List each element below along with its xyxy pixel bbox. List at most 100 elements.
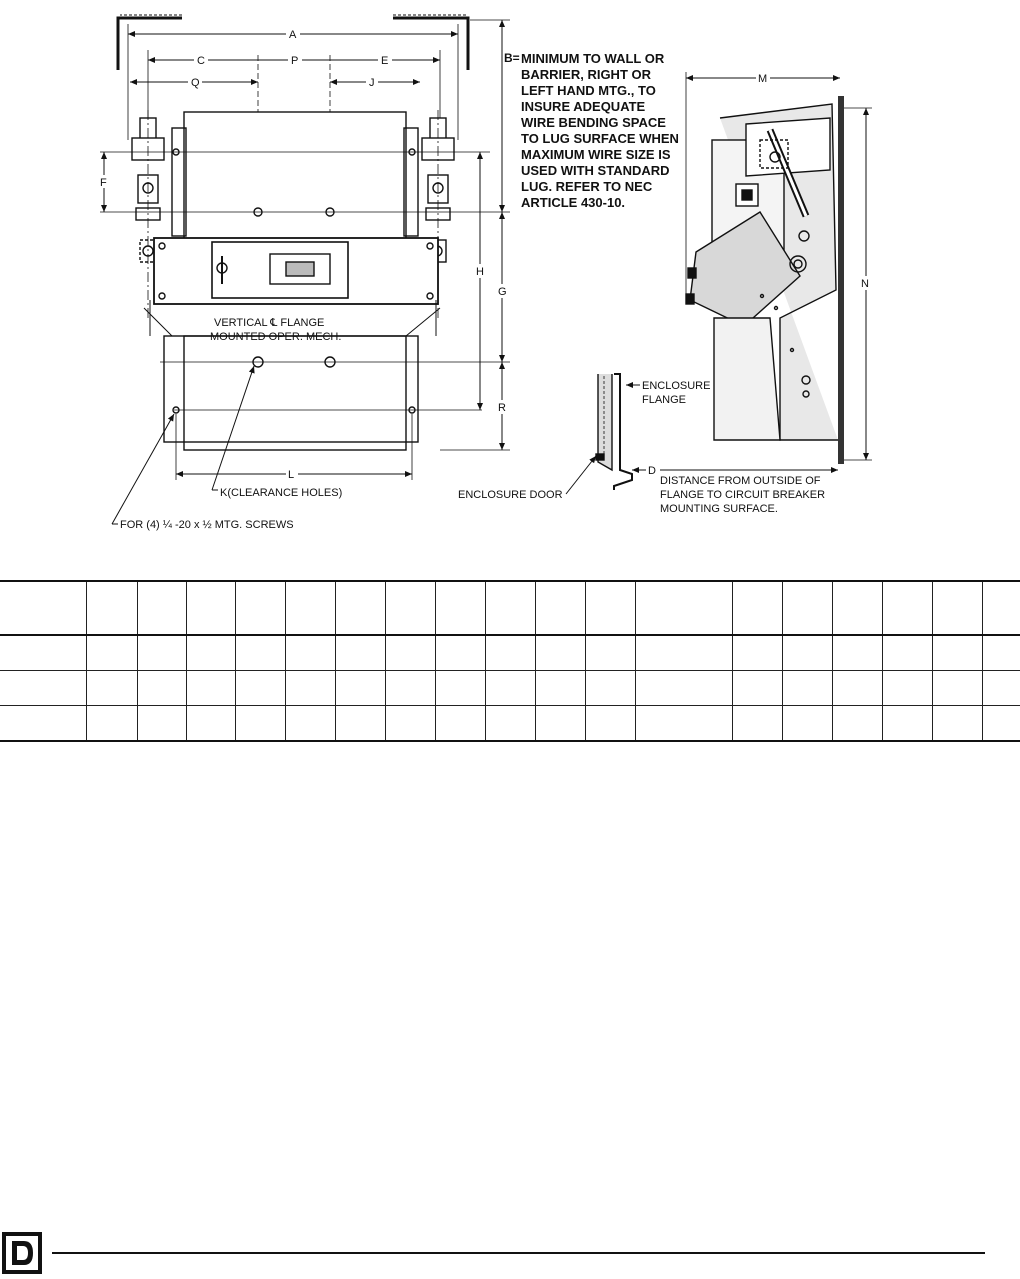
table-cell <box>235 705 286 742</box>
table-header-cell <box>635 580 733 636</box>
label-D: D <box>648 465 656 477</box>
table-cell <box>385 705 436 742</box>
enclosure-flange-label-2: FLANGE <box>642 394 686 406</box>
square-d-logo-icon <box>2 1232 42 1274</box>
table-cell <box>782 670 833 706</box>
table-cell <box>585 705 636 742</box>
table-cell <box>485 670 536 706</box>
table-row <box>0 670 1020 706</box>
enclosure-labels: ENCLOSURE FLANGE ENCLOSURE DOOR D DISTAN… <box>458 380 825 515</box>
front-view <box>100 14 510 525</box>
table-header-cell <box>882 580 933 636</box>
label-Q: Q <box>191 77 200 89</box>
table-header-cell <box>335 580 386 636</box>
table-cell <box>285 670 336 706</box>
b-note-line-7: MAXIMUM WIRE SIZE IS <box>521 147 671 162</box>
distance-note-line-3: MOUNTING SURFACE. <box>660 503 778 515</box>
table-header-cell <box>982 580 1020 636</box>
mech-note-line-2: MOUNTED OPER. MECH. <box>210 331 341 343</box>
right-terminal <box>421 110 455 320</box>
table-cell <box>86 635 138 671</box>
table-header-cell <box>186 580 236 636</box>
table-cell <box>585 670 636 706</box>
table-cell <box>0 635 87 671</box>
table-header-cell <box>485 580 536 636</box>
table-cell <box>435 635 486 671</box>
table-cell <box>485 705 536 742</box>
table-cell <box>732 635 783 671</box>
label-N: N <box>861 278 869 290</box>
b-note-line-5: WIRE BENDING SPACE <box>521 115 666 130</box>
enclosure-flange-label-1: ENCLOSURE <box>642 380 710 392</box>
table-cell <box>535 670 586 706</box>
table-header-row <box>0 580 1020 636</box>
table-cell <box>335 705 386 742</box>
table-header-cell <box>732 580 783 636</box>
table-header-cell <box>932 580 983 636</box>
table-cell <box>86 705 138 742</box>
table-cell <box>535 635 586 671</box>
table-cell <box>0 670 87 706</box>
table-cell <box>585 635 636 671</box>
table-cell <box>635 670 733 706</box>
dimension-table <box>0 580 1020 742</box>
table-cell <box>982 670 1020 706</box>
enclosure-detail <box>565 373 838 495</box>
table-row <box>0 635 1020 671</box>
b-note-line-4: INSURE ADEQUATE <box>521 99 646 114</box>
table-cell <box>235 635 286 671</box>
b-note-line-10: ARTICLE 430-10. <box>521 195 625 210</box>
side-view-labels: M N <box>756 72 872 290</box>
table-cell <box>782 635 833 671</box>
table-cell <box>832 670 883 706</box>
table-header-cell <box>435 580 486 636</box>
table-cell <box>385 635 436 671</box>
table-cell <box>86 670 138 706</box>
table-cell <box>137 705 187 742</box>
label-B: B= <box>504 51 520 65</box>
table-cell <box>235 670 286 706</box>
b-note: MINIMUM TO WALL OR BARRIER, RIGHT OR LEF… <box>521 51 679 210</box>
label-J: J <box>369 77 375 89</box>
b-note-line-8: USED WITH STANDARD <box>521 163 670 178</box>
table-header-cell <box>782 580 833 636</box>
label-G: G <box>498 286 507 298</box>
table-header-cell <box>832 580 883 636</box>
table-cell <box>882 705 933 742</box>
table-header-cell <box>585 580 636 636</box>
table-cell <box>535 705 586 742</box>
dimension-drawing: A C P E Q J F H G R L VERTICAL ℄ FLANGE … <box>98 14 872 531</box>
table-cell <box>335 670 386 706</box>
table-header-cell <box>235 580 286 636</box>
mech-note-line-1: VERTICAL ℄ FLANGE <box>214 317 324 329</box>
footer-rule <box>52 1252 985 1254</box>
side-view <box>685 72 872 464</box>
table-cell <box>335 635 386 671</box>
label-H: H <box>476 266 484 278</box>
b-note-line-9: LUG. REFER TO NEC <box>521 179 653 194</box>
table-cell <box>832 705 883 742</box>
table-cell <box>882 670 933 706</box>
table-cell <box>485 635 536 671</box>
b-note-line-1: MINIMUM TO WALL OR <box>521 51 665 66</box>
table-cell <box>0 705 87 742</box>
table-header-cell <box>535 580 586 636</box>
label-P: P <box>291 55 298 67</box>
label-L: L <box>288 469 294 481</box>
table-header-cell <box>0 580 87 636</box>
table-cell <box>635 635 733 671</box>
table-cell <box>435 670 486 706</box>
table-cell <box>782 705 833 742</box>
table-header-cell <box>385 580 436 636</box>
table-cell <box>186 705 236 742</box>
distance-note-line-1: DISTANCE FROM OUTSIDE OF <box>660 475 821 487</box>
enclosure-door-label: ENCLOSURE DOOR <box>458 489 563 501</box>
table-cell <box>832 635 883 671</box>
distance-note-line-2: FLANGE TO CIRCUIT BREAKER <box>660 489 825 501</box>
label-A: A <box>289 29 297 41</box>
b-note-line-3: LEFT HAND MTG., TO <box>521 83 656 98</box>
k-clearance-note: K(CLEARANCE HOLES) <box>220 487 342 499</box>
label-F: F <box>100 177 107 189</box>
table-cell <box>186 635 236 671</box>
label-C: C <box>197 55 205 67</box>
